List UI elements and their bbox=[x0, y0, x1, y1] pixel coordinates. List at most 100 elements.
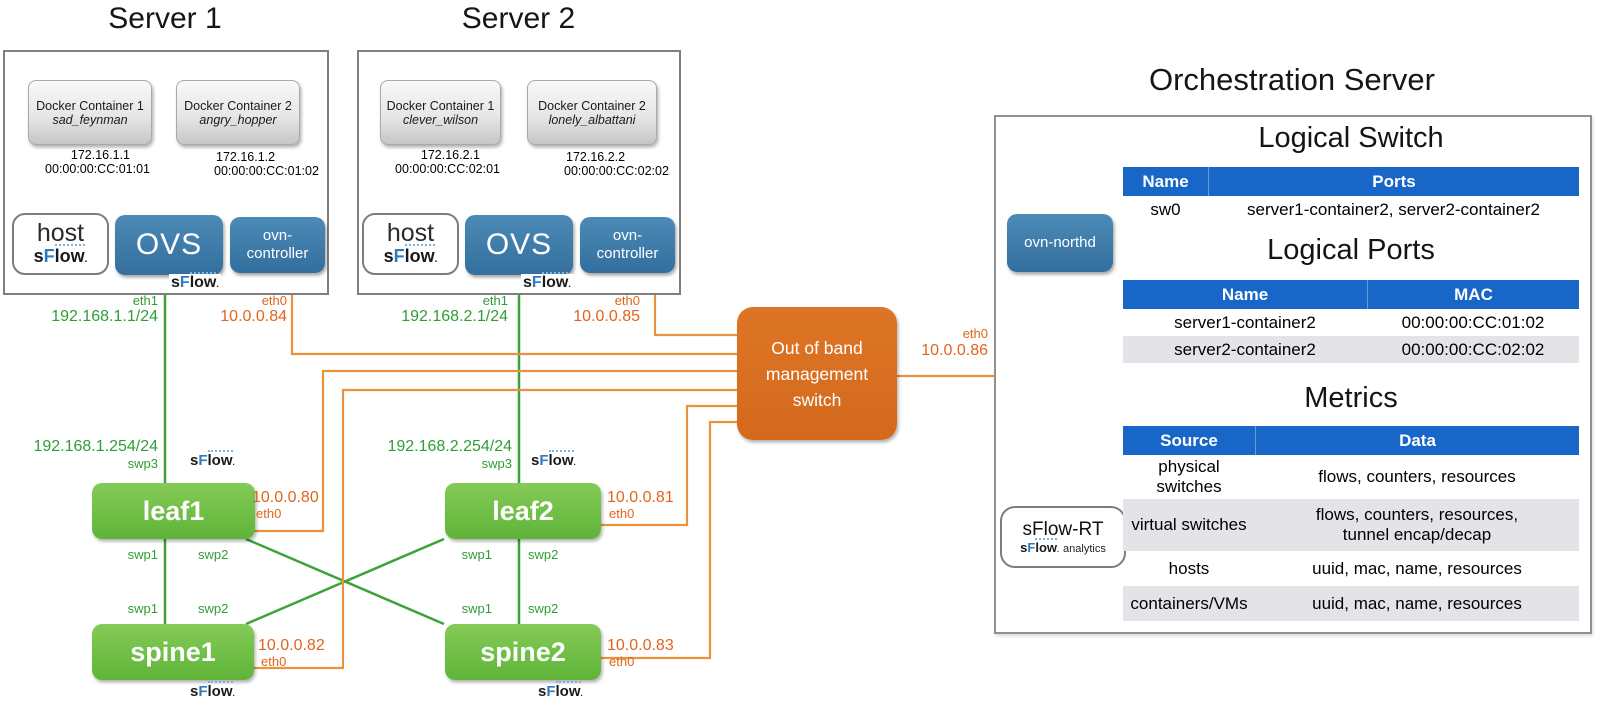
table-row: containers/VMs uuid, mac, name, resource… bbox=[1123, 586, 1579, 621]
server1-eth1-ip-label: 192.168.1.1/24 bbox=[51, 308, 158, 325]
logical-ports-heading: Logical Ports bbox=[1267, 234, 1435, 266]
sflow-logo: sFlow. bbox=[531, 450, 576, 469]
leaf2-box: leaf2 bbox=[445, 483, 601, 539]
container2-ip: 172.16.1.2 bbox=[216, 150, 276, 164]
spine1-box: spine1 bbox=[92, 624, 254, 680]
leaf2-mgmt-port-label: eth0 bbox=[609, 506, 635, 521]
leaf1-uplink-ip-label: 192.168.1.254/24 bbox=[33, 438, 158, 455]
server1-ovs-box: OVS bbox=[115, 215, 223, 275]
metrics-source: containers/VMs bbox=[1130, 593, 1248, 613]
ovn-controller-label-line1: ovn- bbox=[262, 227, 293, 244]
spine2-label: spine2 bbox=[480, 636, 566, 667]
sflow-logo: sFlow. bbox=[1020, 538, 1060, 555]
logical-switch-name: sw0 bbox=[1150, 200, 1181, 219]
server2-container1: Docker Container 1 clever_wilson bbox=[380, 80, 501, 145]
server2-eth0-ip-label: 10.0.0.85 bbox=[573, 308, 640, 325]
container-alias: angry_hopper bbox=[199, 112, 277, 127]
metrics-data: uuid, mac, name, resources bbox=[1312, 558, 1522, 578]
server2-eth1-port-label: eth1 bbox=[482, 293, 508, 308]
spine2-mgmt-ip-label: 10.0.0.83 bbox=[607, 637, 674, 654]
sflow-logo-low: low bbox=[548, 450, 574, 469]
leaf2-uplink-port-label: swp3 bbox=[481, 456, 512, 471]
sflow-logo-low: low bbox=[54, 244, 85, 266]
sflow-logo: sFlow. bbox=[538, 681, 583, 700]
sflow-logo: sFlow. bbox=[384, 244, 437, 267]
spine1-swp2-label: swp2 bbox=[198, 601, 229, 616]
container-alias: clever_wilson bbox=[402, 112, 479, 127]
metrics-header-row: Source Data bbox=[1123, 426, 1579, 455]
sflow-logo-f: F bbox=[393, 246, 405, 266]
sflow-logo-dot: . bbox=[1057, 546, 1060, 554]
container2-mac: 00:00:00:CC:01:02 bbox=[214, 164, 319, 178]
server2-ovs-box: OVS bbox=[465, 215, 573, 275]
sflow-logo-s: s bbox=[1020, 540, 1028, 555]
container2-mac: 00:00:00:CC:02:02 bbox=[564, 164, 669, 178]
container1-mac: 00:00:00:CC:01:01 bbox=[45, 162, 150, 176]
container-name: Docker Container 2 bbox=[184, 98, 292, 113]
column-header-source: Source bbox=[1160, 430, 1218, 450]
sflow-logo-s: s bbox=[190, 683, 199, 700]
server2-ovn-controller-box: ovn- controller bbox=[580, 217, 675, 273]
ovn-controller-label-line1: ovn- bbox=[612, 227, 643, 244]
link-spine2-oob bbox=[601, 420, 737, 660]
metrics-data: uuid, mac, name, resources bbox=[1312, 593, 1522, 613]
ovn-controller-label-line2: controller bbox=[596, 245, 659, 262]
sflow-logo-s: s bbox=[190, 452, 199, 469]
leaf1-mgmt-port-label: eth0 bbox=[256, 506, 282, 521]
sflow-logo-s: s bbox=[171, 274, 180, 291]
sflow-logo-f: F bbox=[1027, 540, 1036, 555]
metrics-table: Source Data physical switches flows, cou… bbox=[1123, 426, 1579, 621]
sflow-logo-f: F bbox=[198, 683, 208, 700]
sflow-rt-box: sFlow-RT sFlow. analytics bbox=[1000, 506, 1126, 568]
spine1-label: spine1 bbox=[130, 636, 216, 667]
sflow-logo-f: F bbox=[198, 452, 208, 469]
column-header-name: Name bbox=[1142, 171, 1189, 191]
spine1-swp1-label: swp1 bbox=[127, 601, 158, 616]
metrics-source: virtual switches bbox=[1131, 515, 1247, 534]
sflow-logo-low: low bbox=[207, 681, 233, 700]
container2-ip: 172.16.2.2 bbox=[566, 150, 626, 164]
container1-ip: 172.16.2.1 bbox=[420, 148, 480, 162]
server2-container2: Docker Container 2 lonely_albattani bbox=[527, 80, 657, 145]
sflow-logo: sFlow. bbox=[34, 244, 88, 267]
server1-title: Server 1 bbox=[108, 2, 222, 35]
oob-label-line1: Out of band bbox=[771, 337, 863, 358]
oob-label-line3: switch bbox=[792, 389, 842, 410]
column-header-name: Name bbox=[1221, 284, 1269, 304]
logical-port-mac: 00:00:00:CC:01:02 bbox=[1401, 312, 1545, 332]
logical-switch-table: Name Ports sw0 server1-container2, serve… bbox=[1123, 167, 1579, 224]
leaf1-mgmt-ip-label: 10.0.0.80 bbox=[252, 489, 319, 506]
sflow-logo-low: low bbox=[1035, 538, 1058, 555]
ovs-label: OVS bbox=[135, 228, 203, 261]
column-header-ports: Ports bbox=[1208, 167, 1579, 196]
sflow-logo: sFlow. bbox=[169, 272, 221, 292]
sflow-logo-f: F bbox=[539, 452, 549, 469]
ovn-northd-label: ovn-northd bbox=[1024, 234, 1096, 251]
spine1-mgmt-port-label: eth0 bbox=[261, 654, 287, 669]
leaf2-swp2-label: swp2 bbox=[528, 547, 559, 562]
sflow-logo-f: F bbox=[546, 683, 556, 700]
leaf1-swp1-label: swp1 bbox=[127, 547, 158, 562]
container-alias: lonely_albattani bbox=[548, 112, 636, 127]
sflow-logo-dot: . bbox=[84, 254, 88, 265]
metrics-source: physical switches bbox=[1156, 457, 1222, 496]
leaf2-uplink-ip-label: 192.168.2.254/24 bbox=[387, 438, 512, 455]
sflow-logo-low: low bbox=[207, 450, 233, 469]
ovs-label: OVS bbox=[485, 228, 553, 261]
oob-label-line2: management bbox=[765, 363, 869, 384]
oob-switch-box: Out of band management switch bbox=[737, 307, 897, 440]
sflow-logo-low: low bbox=[555, 681, 581, 700]
sflow-logo-f: F bbox=[531, 274, 542, 291]
oob-eth0-port-label: eth0 bbox=[962, 326, 988, 341]
logical-port-mac: 00:00:00:CC:02:02 bbox=[1401, 339, 1545, 359]
sflow-logo-dot: . bbox=[232, 689, 235, 698]
spine2-swp1-label: swp1 bbox=[461, 601, 492, 616]
sflow-logo-s: s bbox=[538, 683, 547, 700]
spine2-swp2-label: swp2 bbox=[528, 601, 559, 616]
logical-port-name: server1-container2 bbox=[1174, 312, 1316, 332]
spine2-box: spine2 bbox=[445, 624, 601, 680]
ovn-controller-label-line2: controller bbox=[246, 245, 309, 262]
sflow-logo: sFlow. bbox=[521, 272, 573, 292]
server2-title: Server 2 bbox=[461, 2, 576, 35]
ovn-northd-box: ovn-northd bbox=[1007, 214, 1113, 272]
